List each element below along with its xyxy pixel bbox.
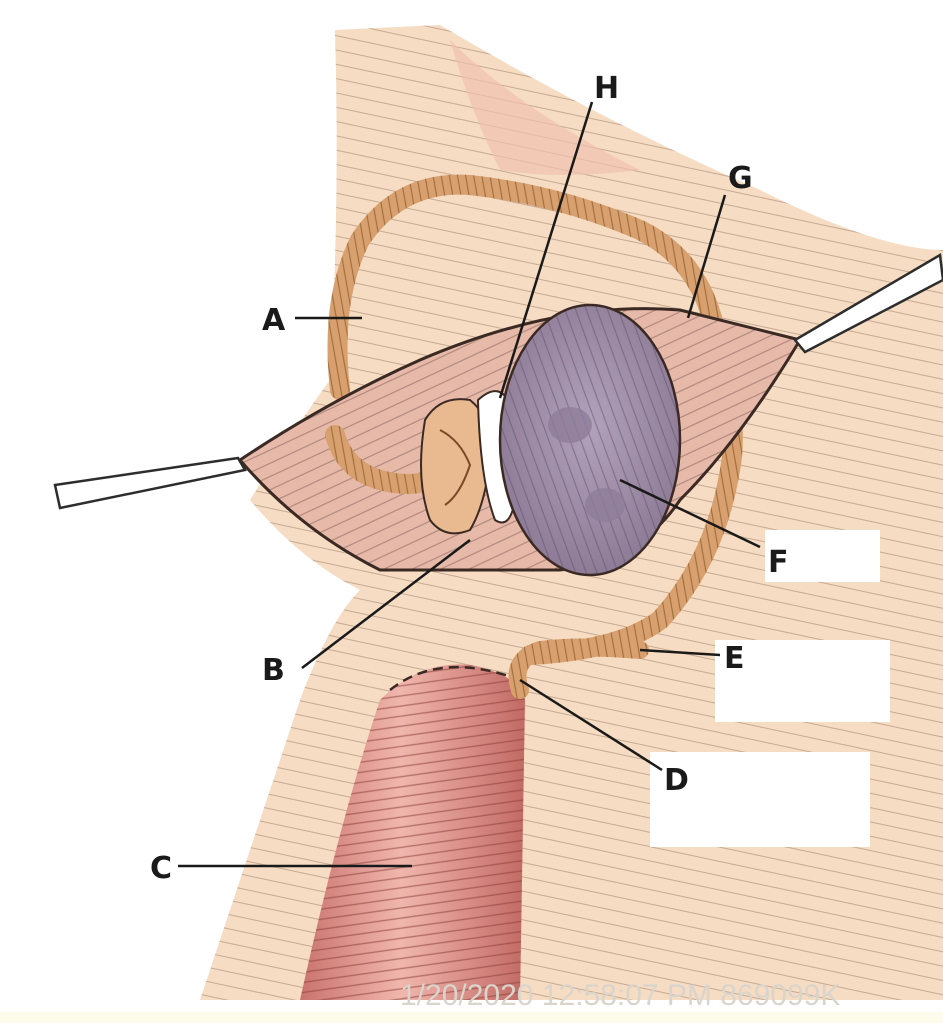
leader-line-f (619, 478, 761, 549)
leader-line-h (498, 101, 594, 399)
leader-line-e (639, 648, 721, 657)
hernia-sac (498, 303, 682, 577)
label-d: D (664, 763, 689, 798)
leader-line-b (301, 539, 471, 669)
bottom-strip (0, 1012, 943, 1023)
diagram-labels: A B C D E F G H (150, 71, 789, 886)
right-retractor (793, 252, 943, 354)
left-retractor (53, 456, 247, 510)
ligated-stump (420, 398, 492, 535)
label-e: E (724, 641, 745, 676)
label-b: B (262, 653, 285, 688)
label-f: F (768, 545, 789, 580)
leader-line-d (519, 678, 663, 772)
leader-lines (178, 101, 761, 868)
label-a: A (262, 303, 286, 338)
label-g: G (728, 161, 753, 196)
leader-line-g (686, 194, 727, 319)
label-c: C (150, 851, 172, 886)
label-h: H (594, 71, 619, 106)
watermark: 1/20/2020 12:58:07 PM 869099K (400, 979, 840, 1012)
spermatic-cord (300, 664, 525, 1000)
